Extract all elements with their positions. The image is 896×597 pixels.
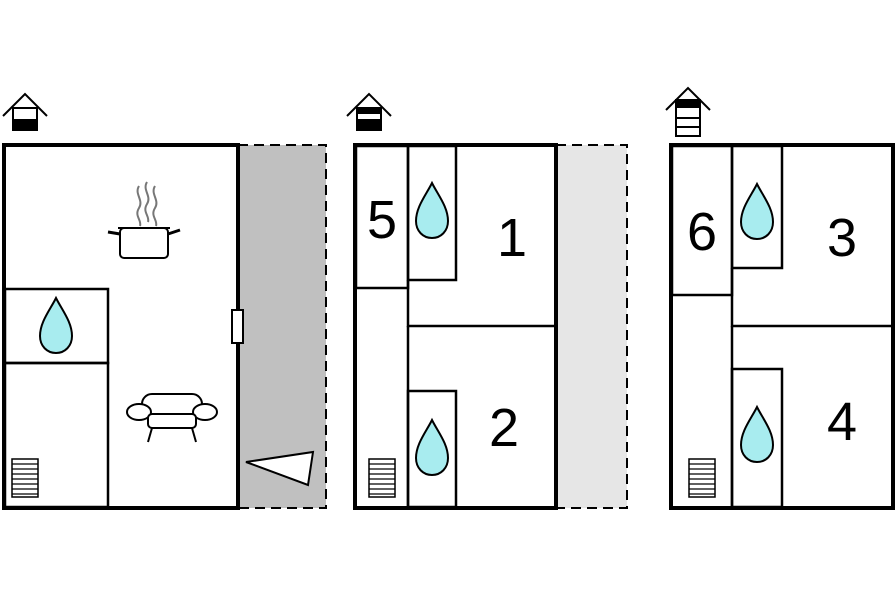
room-label: 5 [367,190,397,250]
stairs-icon [368,458,396,498]
stairs-icon [688,458,716,498]
ground-floor-outline [2,143,240,510]
terrace-dark [237,144,327,509]
stairs-icon [11,458,39,498]
floor-first: 5 1 2 [346,92,628,510]
ground-floor-level-icon [2,92,48,131]
floor-ground [2,92,327,510]
room-label: 6 [687,202,717,262]
room-label: 4 [827,392,857,452]
terrace-seat-icon [245,450,315,487]
second-bathroom-upper [730,144,784,270]
first-bathroom-upper [406,144,458,282]
floor-second: 6 3 4 [665,86,895,510]
room-label: 1 [497,208,527,268]
sofa-icon [126,393,218,443]
kitchen-pot-icon [107,181,181,259]
door-icon [231,309,244,344]
first-floor-level-icon [346,92,392,131]
ground-stair-room [3,361,110,509]
room-label: 3 [827,208,857,268]
terrace-light [555,144,628,509]
room-label: 2 [489,398,519,458]
second-floor-level-icon [665,86,711,137]
